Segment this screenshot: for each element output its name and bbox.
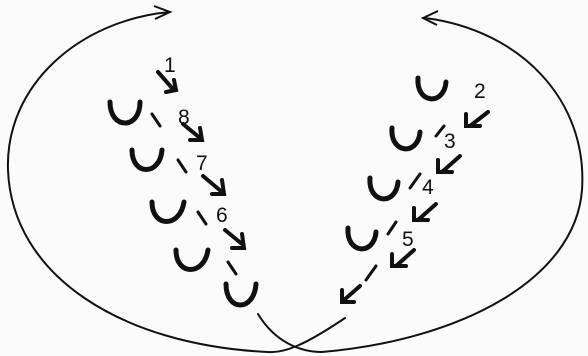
- label-5: 5: [402, 228, 414, 251]
- horseshoe-right-2: [392, 128, 420, 149]
- arrow-right-3: [414, 204, 436, 220]
- horseshoe-right-1: [418, 78, 446, 99]
- tick-right-4: [366, 266, 376, 280]
- label-8: 8: [178, 106, 190, 129]
- left-loop-path: [8, 12, 345, 352]
- right-loop-path: [258, 18, 582, 352]
- label-4: 4: [422, 176, 434, 199]
- arrow-right-1: [466, 112, 488, 126]
- horseshoe-right-3: [370, 178, 398, 199]
- tick-right-2: [410, 174, 420, 188]
- arrow-left-3: [203, 176, 224, 194]
- tick-left-4: [228, 262, 236, 274]
- horseshoe-left-3: [152, 202, 184, 222]
- label-6: 6: [216, 204, 228, 227]
- arrow-right-2: [438, 156, 460, 172]
- arrow-right-5: [342, 286, 360, 302]
- tick-right-1: [436, 126, 444, 136]
- tick-left-3: [198, 212, 206, 224]
- tick-left-1: [152, 114, 160, 126]
- horseshoe-left-1: [110, 102, 140, 123]
- tick-right-3: [388, 222, 396, 234]
- label-3: 3: [444, 130, 456, 153]
- tick-left-2: [178, 160, 186, 172]
- arrow-left-4: [225, 230, 244, 248]
- label-2: 2: [474, 80, 486, 103]
- horseshoe-left-5: [226, 284, 256, 305]
- arrow-right-4: [392, 250, 414, 266]
- horseshoe-right-4: [348, 228, 376, 249]
- label-1: 1: [164, 54, 176, 77]
- horseshoe-left-4: [176, 250, 208, 270]
- horseshoe-left-2: [132, 150, 162, 170]
- label-7: 7: [196, 152, 208, 175]
